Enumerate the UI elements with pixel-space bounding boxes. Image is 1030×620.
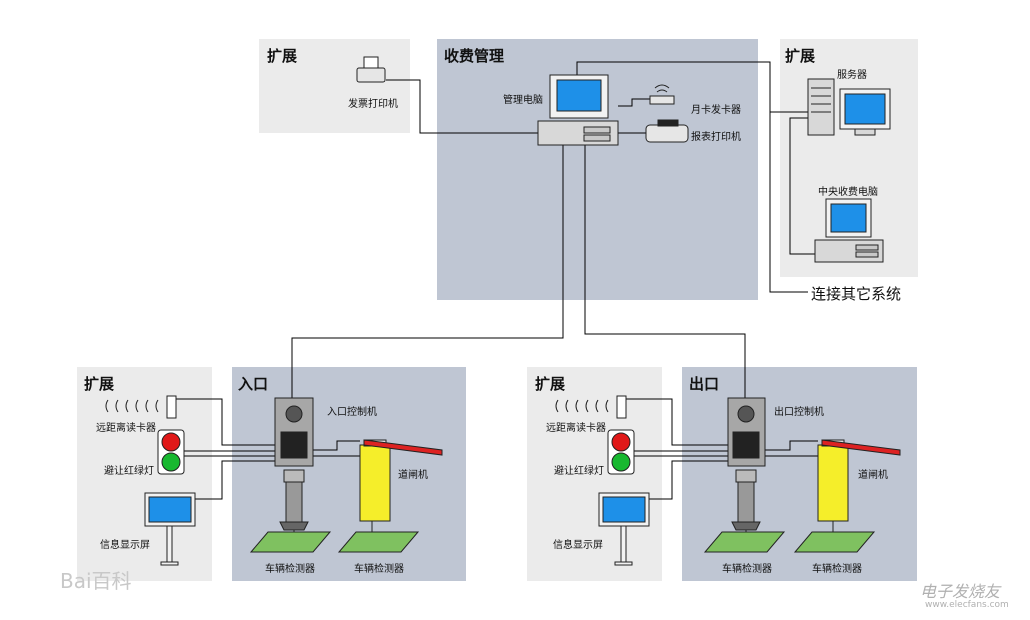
wire-pc-to-entry (291, 145, 564, 398)
wire-entry-reader (176, 398, 275, 446)
report-printer-icon (645, 119, 689, 143)
panel-title-fee-management: 收费管理 (444, 47, 505, 65)
server-icon (807, 78, 891, 136)
label-exit-detector2: 车辆检测器 (812, 564, 862, 575)
expand-exit-panel (527, 367, 662, 581)
exit-detector1-icon (703, 531, 786, 553)
label-exit-display: 信息显示屏 (553, 540, 603, 551)
watermark-right: 电子发烧友 (920, 582, 1001, 601)
label-entry-gate: 道闸机 (398, 470, 428, 481)
panel-title-expand-top-left: 扩展 (267, 47, 298, 65)
entry-gate-icon (359, 439, 443, 522)
label-management-pc: 管理电脑 (503, 95, 543, 106)
label-exit-reader: 远距离读卡器 (546, 423, 606, 434)
label-other-systems: 连接其它系统 (811, 285, 902, 303)
wire-entry-display (195, 460, 275, 500)
entry-reader-waves-icon (105, 399, 159, 413)
invoice-printer-icon (356, 56, 386, 83)
entry-reader-icon (166, 395, 177, 419)
label-exit-detector1: 车辆检测器 (722, 564, 772, 575)
watermark-right-url: www.elecfans.com (925, 600, 1009, 610)
wire-cardissuer (618, 98, 650, 107)
entry-display-icon (144, 492, 196, 566)
wire-exit-reader (626, 398, 728, 446)
wire-pc-to-exit (584, 145, 746, 398)
panel-title-exit: 出口 (689, 375, 720, 393)
exit-reader-waves-icon (555, 399, 609, 413)
label-exit-light: 避让红绿灯 (554, 466, 604, 477)
wire-exit-gate (765, 440, 818, 451)
management-pc-icon (537, 74, 619, 146)
label-report-printer: 报表打印机 (691, 132, 741, 143)
label-entry-reader: 远距离读卡器 (96, 423, 156, 434)
label-invoice-printer: 发票打印机 (348, 99, 398, 110)
exit-traffic-light-icon (607, 429, 635, 475)
exit-reader-icon (616, 395, 627, 419)
panel-title-expand-top-right: 扩展 (785, 47, 816, 65)
label-exit-gate: 道闸机 (858, 470, 888, 481)
label-entry-display: 信息显示屏 (100, 540, 150, 551)
panel-title-entry: 入口 (238, 375, 269, 393)
wire-other-systems (769, 112, 808, 293)
exit-gate-icon (817, 439, 901, 522)
label-exit-controller: 出口控制机 (774, 407, 824, 418)
entry-detector2-icon (337, 531, 420, 553)
central-pc-icon (814, 198, 884, 263)
card-issuer-icon (649, 84, 675, 105)
label-central-pc: 中央收费电脑 (818, 187, 878, 198)
wire-entry-gate (313, 440, 360, 451)
expand-top-left-panel (259, 39, 410, 133)
label-entry-detector2: 车辆检测器 (354, 564, 404, 575)
panel-title-expand-entry: 扩展 (84, 375, 115, 393)
exit-detector2-icon (793, 531, 876, 553)
wire-pc-to-server (576, 61, 808, 113)
entry-detector1-icon (249, 531, 332, 553)
panel-title-expand-exit: 扩展 (535, 375, 566, 393)
wire-printer-to-pc (386, 79, 538, 134)
label-card-issuer: 月卡发卡器 (691, 105, 741, 116)
label-entry-detector1: 车辆检测器 (265, 564, 315, 575)
label-entry-light: 避让红绿灯 (104, 466, 154, 477)
exit-controller-icon (727, 397, 766, 537)
entry-traffic-light-icon (157, 429, 185, 475)
entry-controller-icon (274, 397, 314, 537)
wire-exit-display (645, 460, 728, 500)
exit-display-icon (598, 492, 650, 566)
watermark-left: Bai百科 (60, 569, 132, 593)
expand-entry-panel (77, 367, 212, 581)
label-server: 服务器 (837, 70, 867, 81)
label-entry-controller: 入口控制机 (327, 407, 377, 418)
